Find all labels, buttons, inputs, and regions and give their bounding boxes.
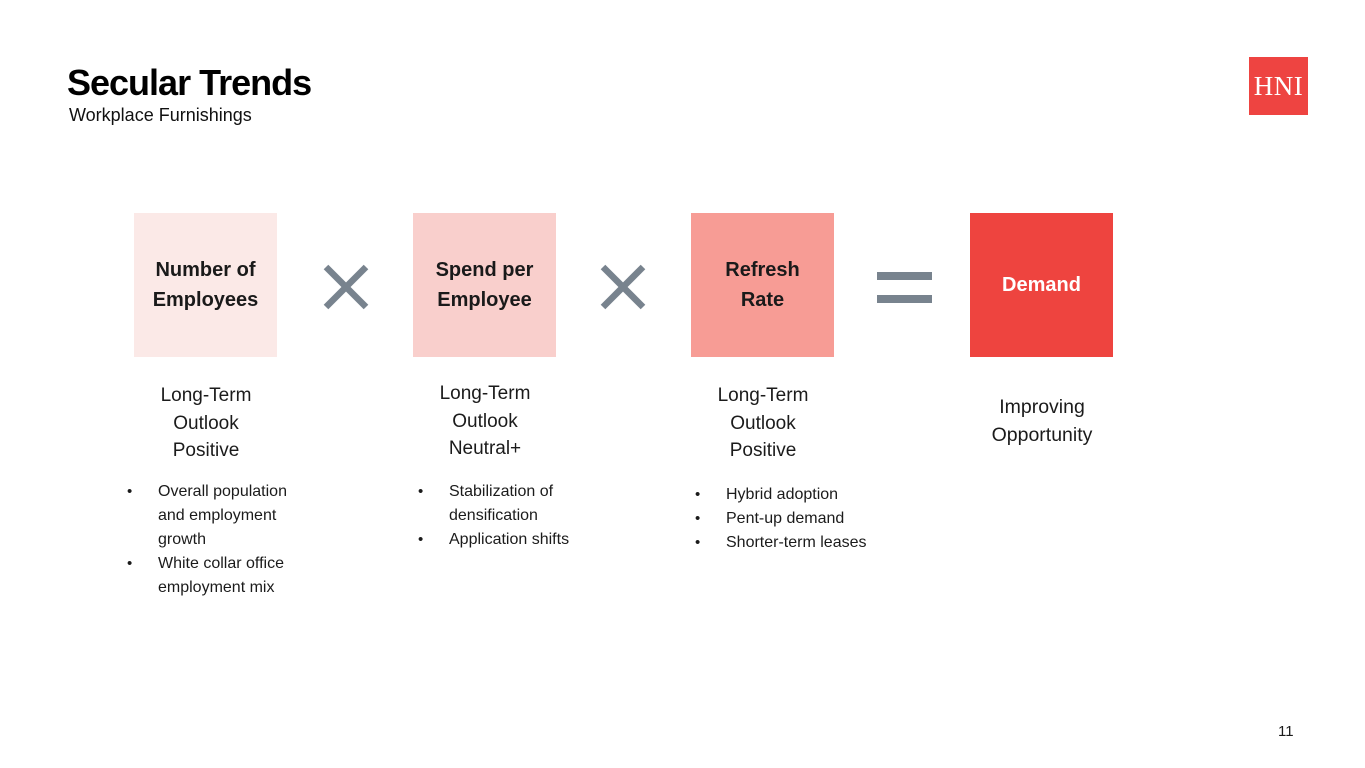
bullet-list-spend-per-employee: • Stabilization of densification • Appli…: [418, 480, 599, 552]
bullet-dot: •: [695, 486, 701, 503]
multiply-icon: [323, 264, 369, 315]
factor-box-spend-per-employee: Spend per Employee: [413, 213, 556, 357]
page-number: 11: [1278, 723, 1294, 740]
outlook-refresh-rate: Long-Term Outlook Positive: [717, 385, 809, 461]
bullet-dot: •: [418, 531, 424, 548]
multiply-icon: [600, 264, 646, 315]
outlook-spend-per-employee: Long-Term Outlook Neutral+: [439, 383, 531, 459]
bullet-list-refresh-rate: • Hybrid adoption • Pent-up demand • Sho…: [695, 483, 911, 555]
page-title: Secular Trends: [67, 62, 312, 103]
bullet-dot: •: [418, 483, 424, 500]
result-box-demand: Demand: [970, 213, 1113, 357]
outlook-number-of-employees: Long-Term Outlook Positive: [160, 385, 252, 461]
list-item: • Application shifts: [418, 528, 599, 552]
bullet-dot: •: [695, 510, 701, 527]
list-item: • Stabilization of densification: [418, 480, 599, 528]
factor-box-refresh-rate: Refresh Rate: [691, 213, 834, 357]
list-item: • Hybrid adoption: [695, 483, 911, 507]
factor-box-number-of-employees: Number of Employees: [134, 213, 277, 357]
bullet-dot: •: [695, 534, 701, 551]
page-subtitle: Workplace Furnishings: [69, 105, 252, 125]
hni-logo: HNI: [1249, 57, 1308, 115]
list-item: • Pent-up demand: [695, 507, 911, 531]
bullet-dot: •: [127, 483, 133, 500]
bullet-list-number-of-employees: • Overall population and employment grow…: [127, 480, 318, 600]
equals-icon: [877, 272, 932, 308]
outlook-demand: Improving Opportunity: [991, 396, 1093, 446]
list-item: • Shorter-term leases: [695, 531, 911, 555]
list-item: • White collar office employment mix: [127, 552, 318, 600]
list-item: • Overall population and employment grow…: [127, 480, 318, 552]
bullet-dot: •: [127, 555, 133, 572]
